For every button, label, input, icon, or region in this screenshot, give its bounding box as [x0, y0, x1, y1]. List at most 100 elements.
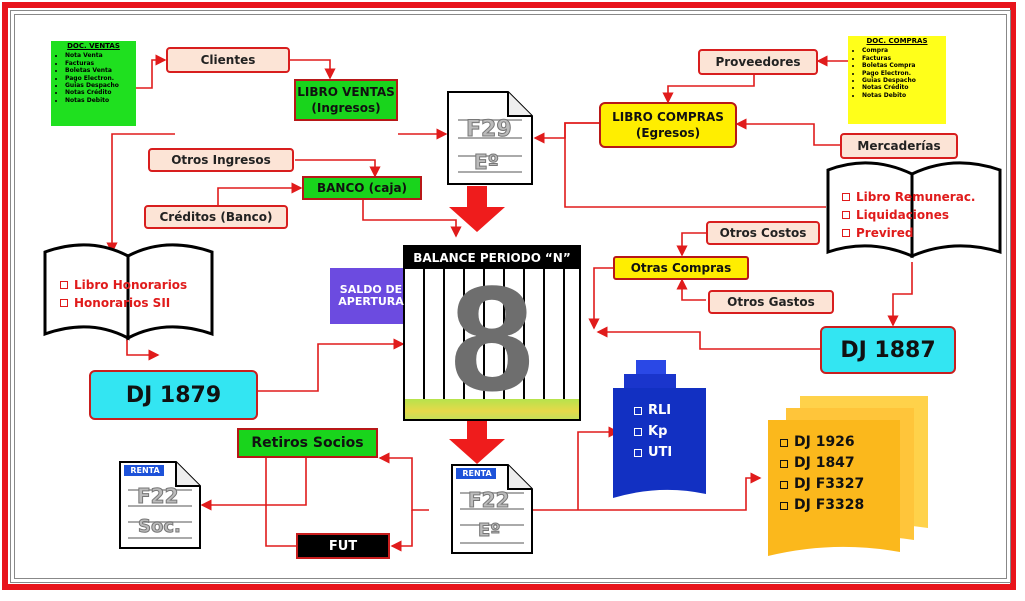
doc-compras-item: Notas Debito — [862, 92, 942, 99]
honorarios-sii-label: Honorarios SII — [74, 296, 171, 310]
saldo-apertura-line1: SALDO DE — [339, 283, 403, 296]
balance-ledger: BALANCE PERIODO “N” 8 — [403, 245, 581, 421]
f22-e-form — [451, 464, 533, 554]
creditos-box: Créditos (Banco) — [144, 205, 288, 229]
saldo-apertura-line2: APERTURA — [338, 295, 404, 308]
checkbox-icon — [842, 229, 850, 237]
dj-f3327-label: DJ F3327 — [794, 476, 865, 492]
checkbox-icon — [634, 448, 642, 457]
fut-box: FUT — [296, 533, 390, 559]
doc-ventas-title: DOC. VENTAS — [67, 42, 120, 50]
uti-item: UTI — [634, 442, 672, 463]
ledger-columns — [405, 269, 579, 419]
checkbox-icon — [60, 281, 68, 289]
saldo-apertura: SALDO DE APERTURA — [332, 284, 410, 308]
f22-soc-label: F22 — [137, 484, 179, 509]
dj-1847-label: DJ 1847 — [794, 455, 855, 471]
yellow-stack-list: DJ 1926 DJ 1847 DJ F3327 DJ F3328 — [780, 432, 864, 516]
honorarios-sii-item: Honorarios SII — [60, 294, 187, 312]
checkbox-icon — [780, 459, 788, 468]
libro-compras-subtitle: (Egresos) — [635, 126, 701, 140]
checkbox-icon — [634, 427, 642, 436]
dj-f3328-item: DJ F3328 — [780, 495, 864, 516]
banco-box: BANCO (caja) — [302, 176, 422, 200]
libro-honorarios-item: Libro Honorarios — [60, 276, 187, 294]
balance-header: BALANCE PERIODO “N” — [405, 247, 579, 269]
doc-ventas-item: Notas Debito — [65, 97, 132, 104]
doc-compras-item: Guias Despacho — [862, 77, 942, 84]
f29-sublabel: Eº — [474, 150, 500, 175]
balance-period: “N” — [544, 251, 571, 265]
inner-frame — [10, 10, 1011, 583]
checkbox-icon — [780, 438, 788, 447]
checkbox-icon — [780, 480, 788, 489]
mercaderias-box: Mercaderías — [840, 133, 958, 159]
dj-f3328-label: DJ F3328 — [794, 497, 865, 513]
proveedores-box: Proveedores — [698, 49, 818, 75]
liquidaciones-item: Liquidaciones — [842, 206, 975, 224]
doc-ventas-item: Nota Venta — [65, 52, 132, 59]
ledger-band — [405, 399, 579, 419]
libro-ventas-title: LIBRO VENTAS — [297, 85, 395, 99]
outer-frame — [2, 2, 1016, 590]
doc-ventas-item: Guias Despacho — [65, 82, 132, 89]
dj-1887-box: DJ 1887 — [820, 326, 956, 374]
dj-1926-label: DJ 1926 — [794, 434, 855, 450]
f29-form — [447, 91, 533, 185]
libro-remunerac-item: Libro Remunerac. — [842, 188, 975, 206]
doc-compras-item: Compra — [862, 47, 942, 54]
kp-item: Kp — [634, 421, 672, 442]
dj-1879-box: DJ 1879 — [89, 370, 258, 420]
clientes-box: Clientes — [166, 47, 290, 73]
liquidaciones-label: Liquidaciones — [856, 208, 949, 222]
libro-compras-title: LIBRO COMPRAS — [612, 110, 724, 124]
previred-item: Previred — [842, 224, 975, 242]
dj-1847-item: DJ 1847 — [780, 453, 864, 474]
f22-e-label: F22 — [468, 488, 510, 513]
blue-stack-list: RLI Kp UTI — [634, 400, 672, 463]
doc-compras-title: DOC. COMPRAS — [866, 37, 928, 45]
uti-label: UTI — [648, 445, 673, 460]
doc-compras-item: Boletas Compra — [862, 62, 942, 69]
balance-number: 8 — [450, 254, 534, 421]
otros-gastos-box: Otros Gastos — [708, 290, 834, 314]
checkbox-icon — [842, 193, 850, 201]
doc-ventas-item: Notas Crédito — [65, 89, 132, 96]
dj-1926-item: DJ 1926 — [780, 432, 864, 453]
previred-label: Previred — [856, 226, 914, 240]
dj-f3327-item: DJ F3327 — [780, 474, 864, 495]
libro-remuneraciones-list: Libro Remunerac. Liquidaciones Previred — [842, 188, 975, 242]
f22-soc-sublabel: Soc. — [138, 516, 182, 538]
libro-remunerac-label: Libro Remunerac. — [856, 190, 976, 204]
libro-honorarios-list: Libro Honorarios Honorarios SII — [60, 276, 187, 312]
checkbox-icon — [780, 501, 788, 510]
f29-label: F29 — [466, 117, 513, 143]
otros-costos-box: Otros Costos — [706, 221, 820, 245]
retiros-socios-box: Retiros Socios — [237, 428, 378, 458]
otros-ingresos-box: Otros Ingresos — [148, 148, 294, 172]
doc-compras-item: Facturas — [862, 55, 942, 62]
doc-ventas-item: Facturas — [65, 60, 132, 67]
doc-compras-note: DOC. COMPRAS Compra Facturas Boletas Com… — [848, 36, 946, 124]
libro-ventas-subtitle: (Ingresos) — [311, 101, 381, 115]
doc-compras-item: Notas Crédito — [862, 84, 942, 91]
libro-compras-box: LIBRO COMPRAS (Egresos) — [599, 102, 737, 148]
f22-soc-tag: RENTA — [130, 466, 160, 475]
f22-e-tag: RENTA — [462, 469, 492, 478]
doc-ventas-item: Pago Electron. — [65, 75, 132, 82]
rli-item: RLI — [634, 400, 672, 421]
doc-ventas-note: DOC. VENTAS Nota Venta Facturas Boletas … — [51, 41, 136, 126]
f22-soc-form — [119, 461, 201, 549]
checkbox-icon — [842, 211, 850, 219]
checkbox-icon — [634, 406, 642, 415]
checkbox-icon — [60, 299, 68, 307]
rli-label: RLI — [648, 403, 672, 418]
libro-honorarios-label: Libro Honorarios — [74, 278, 188, 292]
f22-e-sublabel: Eº — [477, 520, 501, 542]
kp-label: Kp — [648, 424, 668, 439]
libro-ventas-box: LIBRO VENTAS (Ingresos) — [294, 79, 398, 121]
balance-title: BALANCE PERIODO — [413, 251, 541, 265]
doc-ventas-item: Boletas Venta — [65, 67, 132, 74]
doc-compras-item: Pago Electron. — [862, 70, 942, 77]
